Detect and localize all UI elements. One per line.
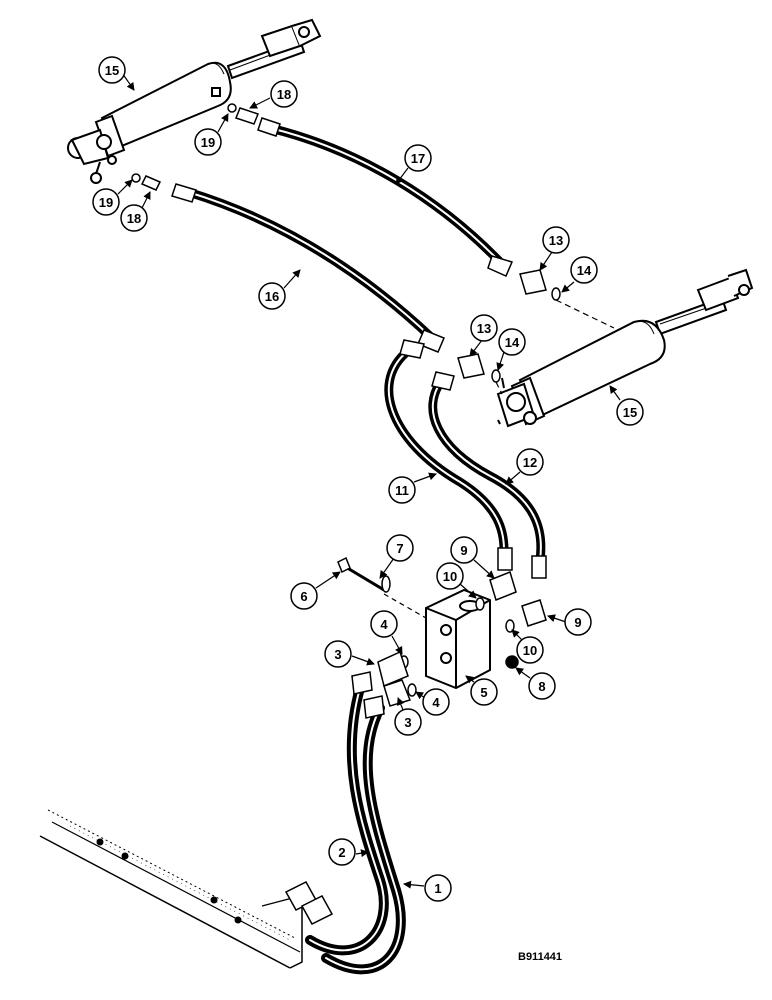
svg-text:14: 14 [577, 263, 592, 278]
callout-10b: 10 [516, 636, 544, 664]
svg-text:3: 3 [334, 647, 341, 662]
svg-text:9: 9 [460, 543, 467, 558]
svg-text:15: 15 [623, 405, 637, 420]
svg-text:14: 14 [505, 335, 520, 350]
callout-17: 17 [404, 144, 432, 172]
callout-18b: 18 [120, 204, 148, 232]
callout-9b: 9 [564, 608, 592, 636]
callout-3b: 3 [394, 708, 422, 736]
bolt-6 [337, 556, 385, 592]
hose-2 [305, 683, 389, 956]
svg-text:8: 8 [538, 679, 545, 694]
callout-19b: 19 [92, 188, 120, 216]
callout-11: 11 [388, 476, 416, 504]
cylinder-lower-right [496, 268, 754, 428]
callout-10a: 10 [436, 562, 464, 590]
hose-1 [321, 703, 406, 975]
svg-text:4: 4 [380, 617, 388, 632]
callout-15b: 15 [616, 398, 644, 426]
svg-text:19: 19 [201, 135, 215, 150]
svg-text:18: 18 [127, 211, 141, 226]
callout-4b: 4 [422, 688, 450, 716]
callout-9a: 9 [450, 536, 478, 564]
svg-text:15: 15 [105, 63, 119, 78]
svg-text:9: 9 [574, 615, 581, 630]
svg-text:4: 4 [432, 695, 440, 710]
hose-11 [384, 343, 509, 555]
callout-16: 16 [258, 282, 286, 310]
callout-13a: 13 [542, 226, 570, 254]
valve-fittings [284, 570, 547, 925]
callout-8: 8 [528, 672, 556, 700]
svg-text:10: 10 [523, 643, 537, 658]
callout-14a: 14 [570, 256, 598, 284]
svg-text:1: 1 [434, 881, 441, 896]
figure-code: B911441 [518, 951, 562, 963]
callout-6: 6 [290, 582, 318, 610]
callout-1: 1 [424, 874, 452, 902]
callout-7: 7 [386, 534, 414, 562]
callout-19a: 19 [194, 128, 222, 156]
frame-rail [39, 809, 303, 969]
svg-text:11: 11 [395, 483, 409, 498]
callout-5: 5 [470, 678, 498, 706]
svg-text:13: 13 [477, 321, 491, 336]
svg-text:16: 16 [265, 289, 279, 304]
svg-text:6: 6 [300, 589, 307, 604]
svg-text:7: 7 [396, 541, 403, 556]
svg-text:13: 13 [549, 233, 563, 248]
callout-2: 2 [328, 838, 356, 866]
svg-text:3: 3 [404, 715, 411, 730]
svg-text:2: 2 [338, 845, 345, 860]
fittings [131, 103, 561, 579]
svg-text:5: 5 [480, 685, 487, 700]
svg-text:17: 17 [411, 151, 425, 166]
callout-18a: 18 [270, 80, 298, 108]
callout-14b: 14 [498, 328, 526, 356]
hose-16 [183, 187, 437, 343]
cylinder-upper-left [67, 18, 322, 184]
callout-13b: 13 [470, 314, 498, 342]
svg-text:18: 18 [277, 87, 291, 102]
callout-12: 12 [516, 448, 544, 476]
callout-3a: 3 [324, 640, 352, 668]
svg-text:19: 19 [99, 195, 113, 210]
hose-12 [428, 375, 546, 565]
svg-text:10: 10 [443, 569, 457, 584]
callout-15a: 15 [98, 56, 126, 84]
washer-7 [381, 575, 391, 593]
callouts: 15 18 19 19 18 17 16 13 [92, 56, 644, 902]
callout-4a: 4 [370, 610, 398, 638]
svg-text:12: 12 [523, 455, 537, 470]
valve-block [425, 588, 491, 690]
